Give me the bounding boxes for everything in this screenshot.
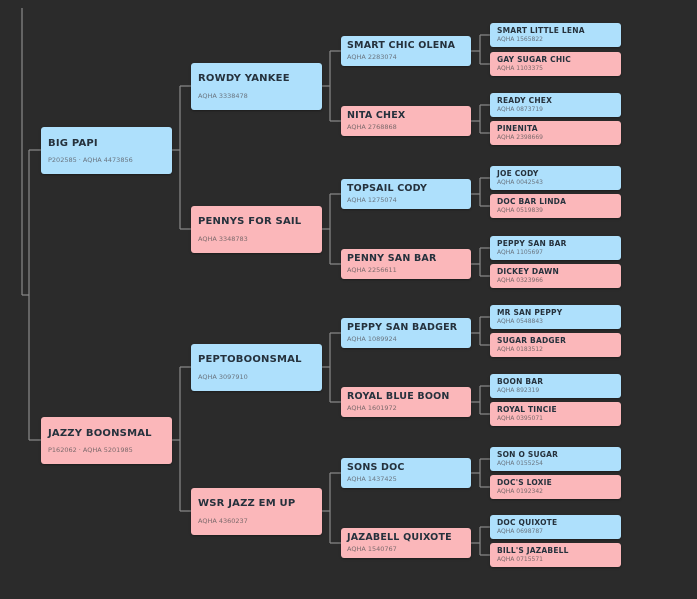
horse-registration: AQHA 3097910 — [198, 373, 248, 381]
horse-registration: AQHA 3348783 — [198, 235, 248, 243]
horse-name: JAZZY BOONSMAL — [48, 428, 152, 439]
pedigree-node-sire[interactable]: DOC QUIXOTE AQHA 0698787 — [490, 515, 621, 539]
horse-registration: AQHA 1089924 — [347, 335, 397, 343]
pedigree-node-dam[interactable]: GAY SUGAR CHIC AQHA 1103375 — [490, 52, 621, 76]
pedigree-node-dam[interactable]: PINENITA AQHA 2398669 — [490, 121, 621, 145]
horse-registration: AQHA 0698787 — [497, 528, 543, 535]
horse-name: READY CHEX — [497, 96, 553, 105]
horse-name: WSR JAZZ EM UP — [198, 498, 296, 509]
horse-name: PENNY SAN BAR — [347, 253, 437, 264]
pedigree-node-sire[interactable]: TOPSAIL CODY AQHA 1275074 — [341, 179, 471, 209]
horse-registration: P202585 · AQHA 4473856 — [48, 156, 133, 164]
pedigree-node-dam[interactable]: ROYAL BLUE BOON AQHA 1601972 — [341, 387, 471, 417]
pedigree-node-sire[interactable]: BIG PAPI P202585 · AQHA 4473856 — [41, 127, 172, 174]
horse-name: ROWDY YANKEE — [198, 73, 290, 84]
horse-name: DOC BAR LINDA — [497, 197, 567, 206]
pedigree-node-sire[interactable]: PEPTOBOONSMAL AQHA 3097910 — [191, 344, 322, 391]
horse-name: MR SAN PEPPY — [497, 308, 563, 317]
pedigree-node-dam[interactable]: PENNYS FOR SAIL AQHA 3348783 — [191, 206, 322, 253]
horse-registration: AQHA 1437425 — [347, 475, 397, 483]
horse-registration: AQHA 2768868 — [347, 123, 397, 131]
pedigree-node-sire[interactable]: SMART LITTLE LENA AQHA 1565822 — [490, 23, 621, 47]
horse-name: PEPTOBOONSMAL — [198, 354, 302, 365]
horse-registration: AQHA 0192342 — [497, 488, 543, 495]
pedigree-node-sire[interactable]: MR SAN PEPPY AQHA 0548843 — [490, 305, 621, 329]
horse-registration: P162062 · AQHA 5201985 — [48, 446, 133, 454]
pedigree-node-dam[interactable]: NITA CHEX AQHA 2768868 — [341, 106, 471, 136]
horse-registration: AQHA 2256611 — [347, 266, 397, 274]
horse-registration: AQHA 0519839 — [497, 207, 543, 214]
horse-name: PINENITA — [497, 124, 538, 133]
horse-name: ROYAL TINCIE — [497, 405, 557, 414]
pedigree-node-dam[interactable]: SUGAR BADGER AQHA 0183512 — [490, 333, 621, 357]
horse-registration: AQHA 0155254 — [497, 460, 543, 467]
pedigree-node-dam[interactable]: JAZZY BOONSMAL P162062 · AQHA 5201985 — [41, 417, 172, 464]
horse-name: BOON BAR — [497, 377, 544, 386]
horse-registration: AQHA 892319 — [497, 387, 540, 394]
horse-name: JOE CODY — [497, 169, 539, 178]
horse-name: GAY SUGAR CHIC — [497, 55, 571, 64]
horse-name: NITA CHEX — [347, 110, 406, 121]
horse-name: DOC'S LOXIE — [497, 478, 552, 487]
horse-registration: AQHA 3338478 — [198, 92, 248, 100]
horse-registration: AQHA 1601972 — [347, 404, 397, 412]
horse-registration: AQHA 0715571 — [497, 556, 543, 563]
pedigree-node-dam[interactable]: PENNY SAN BAR AQHA 2256611 — [341, 249, 471, 279]
horse-registration: AQHA 0183512 — [497, 346, 543, 353]
horse-registration: AQHA 2398669 — [497, 134, 543, 141]
horse-name: DOC QUIXOTE — [497, 518, 558, 527]
horse-registration: AQHA 0548843 — [497, 318, 543, 325]
horse-registration: AQHA 0395071 — [497, 415, 543, 422]
horse-registration: AQHA 1105697 — [497, 249, 543, 256]
pedigree-node-sire[interactable]: JOE CODY AQHA 0042543 — [490, 166, 621, 190]
pedigree-node-sire[interactable]: PEPPY SAN BADGER AQHA 1089924 — [341, 318, 471, 348]
horse-registration: AQHA 1565822 — [497, 36, 543, 43]
horse-name: TOPSAIL CODY — [347, 183, 428, 194]
pedigree-node-dam[interactable]: DOC BAR LINDA AQHA 0519839 — [490, 194, 621, 218]
horse-name: PENNYS FOR SAIL — [198, 216, 302, 227]
horse-registration: AQHA 1540767 — [347, 545, 397, 553]
pedigree-node-dam[interactable]: JAZABELL QUIXOTE AQHA 1540767 — [341, 528, 471, 558]
horse-registration: AQHA 1103375 — [497, 65, 543, 72]
horse-registration: AQHA 2283074 — [347, 53, 397, 61]
horse-registration: AQHA 0873719 — [497, 106, 543, 113]
horse-registration: AQHA 1275074 — [347, 196, 397, 204]
horse-name: PEPPY SAN BAR — [497, 239, 567, 248]
pedigree-node-sire[interactable]: SMART CHIC OLENA AQHA 2283074 — [341, 36, 471, 66]
pedigree-node-sire[interactable]: BOON BAR AQHA 892319 — [490, 374, 621, 398]
horse-name: SMART LITTLE LENA — [497, 26, 585, 35]
pedigree-node-sire[interactable]: PEPPY SAN BAR AQHA 1105697 — [490, 236, 621, 260]
pedigree-node-dam[interactable]: ROYAL TINCIE AQHA 0395071 — [490, 402, 621, 426]
pedigree-node-dam[interactable]: DOC'S LOXIE AQHA 0192342 — [490, 475, 621, 499]
pedigree-node-sire[interactable]: SON O SUGAR AQHA 0155254 — [490, 447, 621, 471]
horse-name: SONS DOC — [347, 462, 405, 473]
horse-name: SUGAR BADGER — [497, 336, 567, 345]
pedigree-node-dam[interactable]: DICKEY DAWN AQHA 0323966 — [490, 264, 621, 288]
horse-name: JAZABELL QUIXOTE — [347, 532, 452, 543]
pedigree-node-sire[interactable]: ROWDY YANKEE AQHA 3338478 — [191, 63, 322, 110]
horse-name: SON O SUGAR — [497, 450, 559, 459]
horse-registration: AQHA 0042543 — [497, 179, 543, 186]
horse-name: DICKEY DAWN — [497, 267, 559, 276]
pedigree-node-dam[interactable]: WSR JAZZ EM UP AQHA 4360237 — [191, 488, 322, 535]
horse-name: BIG PAPI — [48, 138, 98, 149]
pedigree-node-sire[interactable]: SONS DOC AQHA 1437425 — [341, 458, 471, 488]
horse-name: ROYAL BLUE BOON — [347, 391, 450, 402]
horse-name: SMART CHIC OLENA — [347, 40, 456, 51]
horse-name: PEPPY SAN BADGER — [347, 322, 458, 333]
horse-registration: AQHA 0323966 — [497, 277, 543, 284]
horse-registration: AQHA 4360237 — [198, 517, 248, 525]
pedigree-node-sire[interactable]: READY CHEX AQHA 0873719 — [490, 93, 621, 117]
horse-name: BILL'S JAZABELL — [497, 546, 569, 555]
pedigree-node-dam[interactable]: BILL'S JAZABELL AQHA 0715571 — [490, 543, 621, 567]
